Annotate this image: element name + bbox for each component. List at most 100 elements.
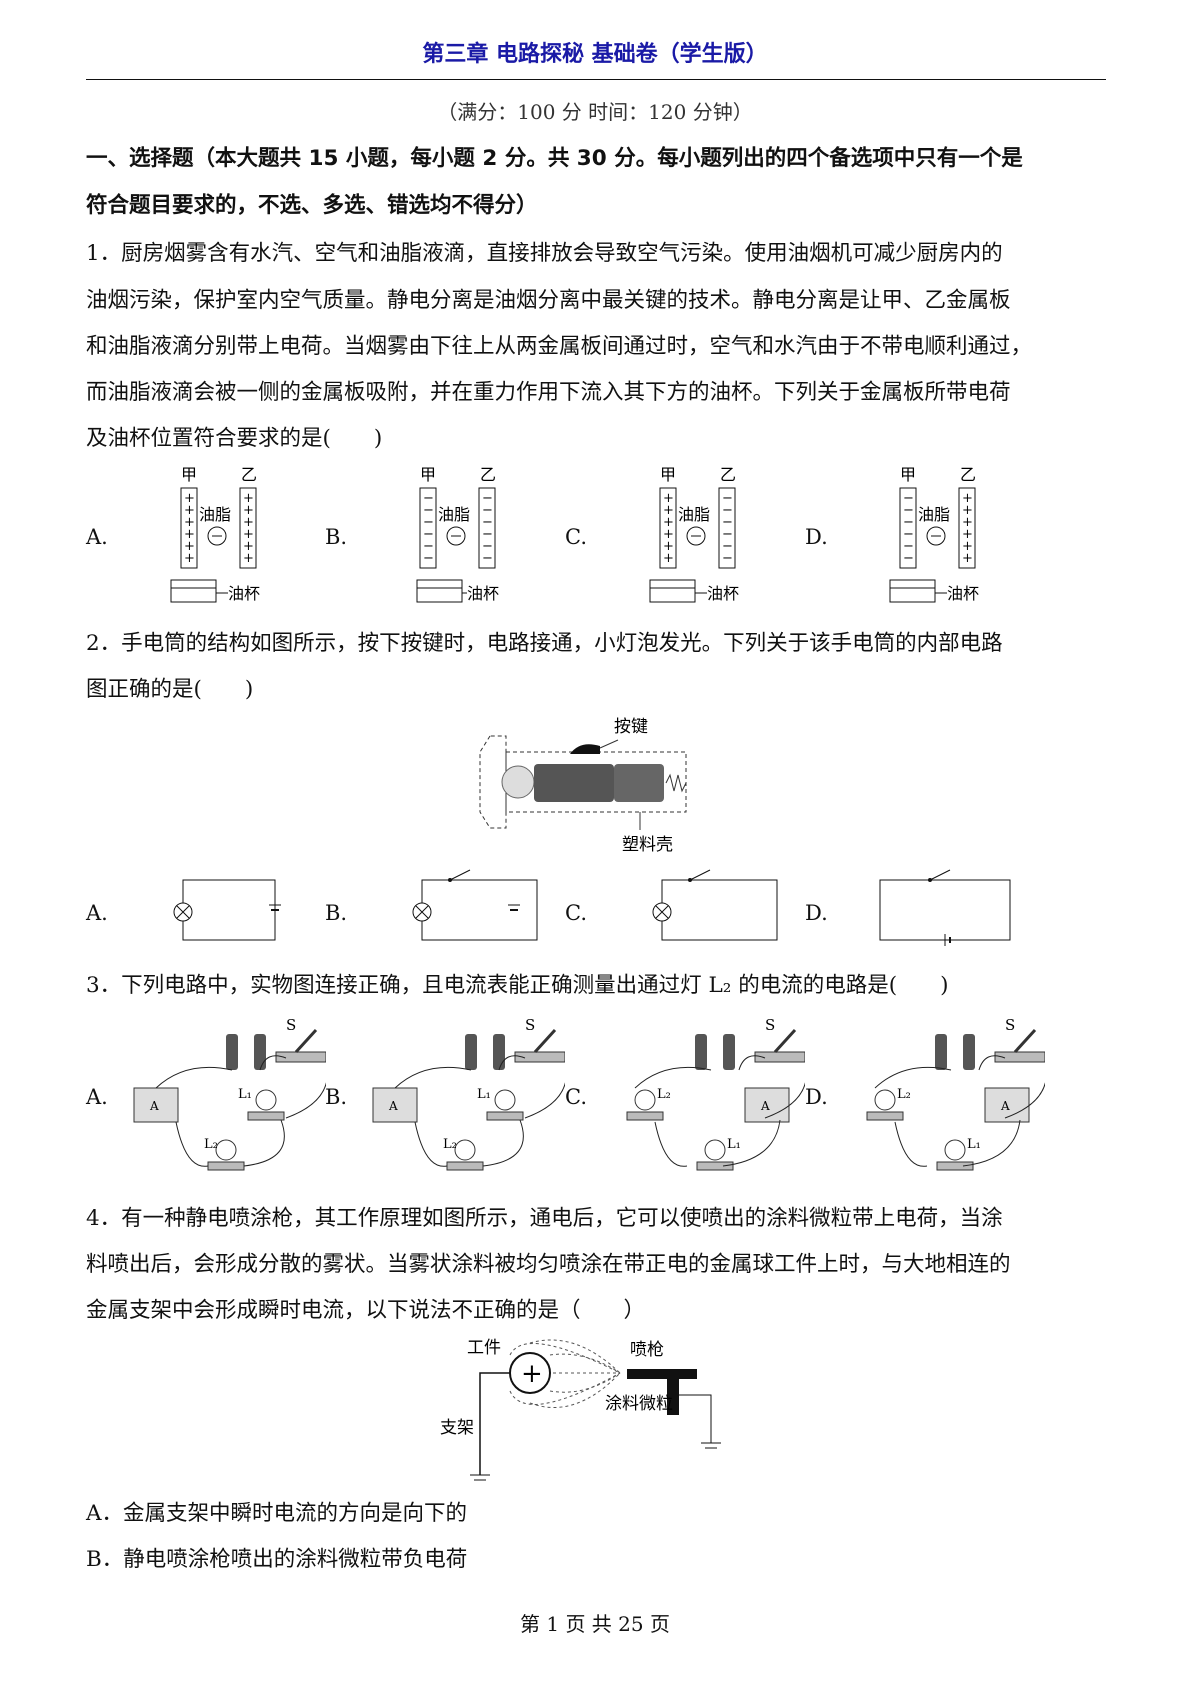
svg-text:−: − bbox=[482, 527, 493, 542]
svg-text:+: + bbox=[243, 551, 254, 566]
svg-text:−: − bbox=[482, 503, 493, 518]
gun-label: 喷枪 bbox=[630, 1340, 664, 1360]
q3-option-label[interactable]: B. bbox=[325, 1085, 348, 1109]
header-divider bbox=[86, 79, 1106, 80]
svg-text:−: − bbox=[722, 515, 733, 530]
q2-circuit-figure bbox=[879, 869, 1011, 946]
svg-text:+: + bbox=[962, 503, 973, 518]
q1-option-label[interactable]: A. bbox=[86, 525, 108, 549]
svg-text:L₂: L₂ bbox=[897, 1087, 911, 1102]
svg-text:+: + bbox=[243, 515, 254, 530]
svg-text:油脂: 油脂 bbox=[918, 505, 950, 524]
q3-circuit-figure: S A L₂ L₁ bbox=[626, 1016, 805, 1171]
svg-text:−: − bbox=[903, 491, 914, 506]
page-footer: 第 1 页 共 25 页 bbox=[520, 1612, 670, 1636]
q1-option-figure: 甲乙 ++++++++++++ 油脂 油杯 bbox=[170, 465, 260, 603]
q4-choice-a: A．金属支架中瞬时电流的方向是向下的 bbox=[86, 1501, 468, 1526]
svg-text:L₁: L₁ bbox=[477, 1087, 491, 1102]
svg-text:+: + bbox=[184, 503, 195, 518]
q3-option-label[interactable]: A. bbox=[86, 1085, 108, 1109]
q1-option-label[interactable]: B. bbox=[325, 525, 348, 549]
q1-text: 而油脂液滴会被一侧的金属板吸附，并在重力作用下流入其下方的油杯。下列关于金属板所… bbox=[86, 380, 1011, 405]
svg-text:油脂: 油脂 bbox=[199, 505, 231, 524]
page-title: 第三章 电路探秘 基础卷（学生版） bbox=[422, 42, 768, 67]
svg-text:−: − bbox=[722, 539, 733, 554]
q3-circuit-figure: S A L₁ L₂ bbox=[372, 1016, 565, 1171]
score-time: （满分：100 分 时间：120 分钟） bbox=[437, 100, 753, 124]
svg-text:油杯: 油杯 bbox=[467, 584, 499, 603]
q2-option-label[interactable]: C. bbox=[565, 901, 587, 925]
q1-option-label[interactable]: D. bbox=[805, 525, 828, 549]
q3-option-label[interactable]: D. bbox=[805, 1085, 828, 1109]
svg-text:+: + bbox=[962, 491, 973, 506]
svg-text:−: − bbox=[722, 503, 733, 518]
svg-text:−: − bbox=[903, 503, 914, 518]
svg-text:+: + bbox=[243, 527, 254, 542]
q2-circuit-figure bbox=[652, 869, 778, 941]
q1-option-label[interactable]: C. bbox=[565, 525, 587, 549]
svg-text:−: − bbox=[903, 539, 914, 554]
q4-text: 料喷出后，会形成分散的雾状。当雾状涂料被均匀喷涂在带正电的金属球工件上时，与大地… bbox=[86, 1252, 1011, 1277]
plus-sign: + bbox=[521, 1359, 543, 1389]
svg-text:−: − bbox=[423, 503, 434, 518]
particles-label: 涂料微粒 bbox=[605, 1394, 673, 1414]
spray-gun-figure: 工件 + 喷枪 涂料微粒 支架 bbox=[440, 1338, 721, 1481]
flashlight-figure: 按键 塑料壳 bbox=[479, 717, 687, 855]
svg-text:−: − bbox=[423, 539, 434, 554]
svg-text:−: − bbox=[722, 491, 733, 506]
svg-text:L₁: L₁ bbox=[238, 1087, 252, 1102]
q1-option-figure: 甲乙 ++++++−−−−−− 油脂 油杯 bbox=[649, 465, 739, 603]
section-heading-cont: 符合题目要求的，不选、多选、错选均不得分） bbox=[86, 193, 538, 218]
svg-text:S: S bbox=[286, 1016, 296, 1034]
svg-text:−: − bbox=[903, 551, 914, 566]
svg-text:−: − bbox=[423, 515, 434, 530]
svg-text:−: − bbox=[482, 515, 493, 530]
svg-text:−: − bbox=[482, 551, 493, 566]
svg-text:S: S bbox=[1005, 1016, 1015, 1034]
q1-text: 油烟污染，保护室内空气质量。静电分离是油烟分离中最关键的技术。静电分离是让甲、乙… bbox=[86, 288, 1011, 313]
section-heading: 一、选择题（本大题共 15 小题，每小题 2 分。共 30 分。每小题列出的四个… bbox=[86, 146, 1023, 171]
q1-text: 1．厨房烟雾含有水汽、空气和油脂液滴，直接排放会导致空气污染。使用油烟机可减少厨… bbox=[86, 241, 1003, 266]
q2-option-label[interactable]: B. bbox=[325, 901, 348, 925]
svg-text:−: − bbox=[423, 527, 434, 542]
q3-option-label[interactable]: C. bbox=[565, 1085, 587, 1109]
svg-text:L₂: L₂ bbox=[657, 1087, 671, 1102]
q1-text: 及油杯位置符合要求的是( ) bbox=[86, 426, 383, 451]
q2-circuit-figure bbox=[412, 869, 538, 941]
svg-text:+: + bbox=[184, 515, 195, 530]
svg-text:+: + bbox=[184, 527, 195, 542]
svg-text:+: + bbox=[243, 491, 254, 506]
svg-text:油杯: 油杯 bbox=[707, 584, 739, 603]
svg-text:L₂: L₂ bbox=[443, 1137, 457, 1152]
svg-text:+: + bbox=[663, 515, 674, 530]
svg-text:−: − bbox=[903, 515, 914, 530]
q2-circuit-figure bbox=[173, 879, 281, 941]
q2-option-label[interactable]: A. bbox=[86, 901, 108, 925]
svg-text:+: + bbox=[962, 515, 973, 530]
svg-text:+: + bbox=[962, 539, 973, 554]
svg-text:−: − bbox=[482, 491, 493, 506]
svg-text:−: − bbox=[423, 551, 434, 566]
q3-circuit-figure: S A L₂ L₁ bbox=[866, 1016, 1045, 1171]
stand-label: 支架 bbox=[440, 1418, 474, 1438]
svg-text:L₁: L₁ bbox=[727, 1137, 741, 1152]
svg-text:−: − bbox=[722, 527, 733, 542]
q3-circuit-figure: S A L₁ L₂ bbox=[133, 1016, 326, 1171]
q1-text: 和油脂液滴分别带上电荷。当烟雾由下往上从两金属板间通过时，空气和水汽由于不带电顺… bbox=[86, 334, 1033, 359]
svg-text:L₁: L₁ bbox=[967, 1137, 981, 1152]
svg-text:−: − bbox=[482, 539, 493, 554]
svg-text:+: + bbox=[243, 503, 254, 518]
svg-text:+: + bbox=[962, 551, 973, 566]
svg-text:油杯: 油杯 bbox=[947, 584, 979, 603]
svg-text:乙: 乙 bbox=[241, 465, 257, 484]
q4-choice-b: B．静电喷涂枪喷出的涂料微粒带负电荷 bbox=[86, 1547, 468, 1572]
svg-text:甲: 甲 bbox=[660, 465, 676, 484]
q1-option-figure: 甲乙 −−−−−−++++++ 油脂 油杯 bbox=[889, 465, 979, 603]
svg-text:乙: 乙 bbox=[960, 465, 976, 484]
q4-text: 金属支架中会形成瞬时电流，以下说法不正确的是（ ） bbox=[86, 1298, 646, 1323]
svg-text:+: + bbox=[663, 539, 674, 554]
svg-text:+: + bbox=[663, 491, 674, 506]
q2-option-label[interactable]: D. bbox=[805, 901, 828, 925]
svg-text:A: A bbox=[1000, 1099, 1010, 1113]
